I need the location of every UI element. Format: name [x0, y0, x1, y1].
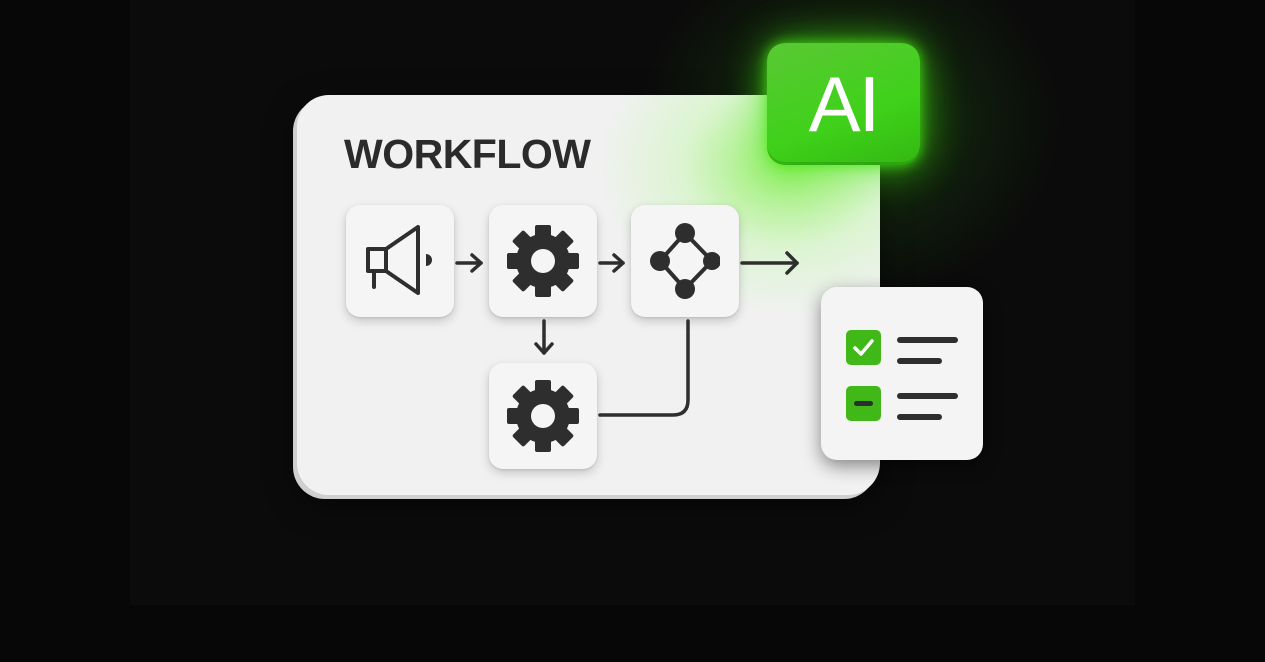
- node-branch[interactable]: [631, 205, 739, 317]
- arrow-down-icon: [534, 319, 554, 355]
- network-nodes-icon: [650, 223, 720, 299]
- list-line: [897, 393, 958, 399]
- arrow-right-icon: [455, 253, 483, 273]
- list-line: [897, 414, 942, 420]
- list-line: [897, 358, 942, 364]
- list-line: [897, 337, 958, 343]
- ai-badge-label: AI: [808, 59, 881, 148]
- gear-icon: [507, 380, 579, 452]
- node-trigger[interactable]: [346, 205, 454, 317]
- megaphone-icon: [366, 225, 432, 295]
- arrow-right-icon: [740, 251, 799, 275]
- checklist-card: [821, 287, 983, 460]
- ai-badge: AI: [767, 43, 920, 165]
- node-process-2[interactable]: [489, 363, 597, 469]
- workflow-title: WORKFLOW: [344, 131, 591, 177]
- arrow-right-icon: [598, 253, 625, 273]
- checkmark-icon: [853, 339, 874, 356]
- connector-line: [598, 319, 690, 417]
- checkbox-partial[interactable]: [846, 386, 881, 421]
- node-process-1[interactable]: [489, 205, 597, 317]
- gear-icon: [507, 225, 579, 297]
- minus-icon: [854, 401, 873, 406]
- checkbox-checked[interactable]: [846, 330, 881, 365]
